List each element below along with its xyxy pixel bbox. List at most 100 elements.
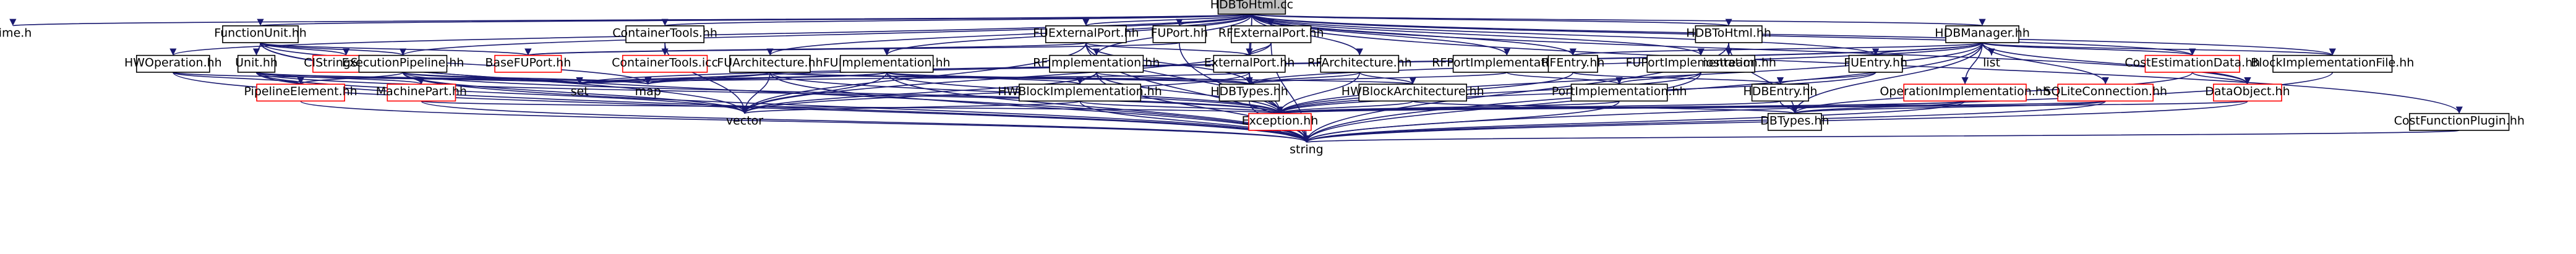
node-pe[interactable]: PipelineElement.hh xyxy=(244,83,357,102)
edge-fupi-to-pi xyxy=(1615,72,1701,85)
node-label: DBTypes.hh xyxy=(1760,114,1829,127)
edge-unit-to-mp xyxy=(255,72,425,85)
node-cfp[interactable]: CostFunctionPlugin.hh xyxy=(2394,112,2525,131)
edge-hdbm-to-bif xyxy=(1982,42,2336,56)
edge-root-to-time xyxy=(11,14,1252,27)
node-root[interactable]: HDBToHtml.cc xyxy=(1210,0,1293,15)
node-label: RFExternalPort.hh xyxy=(1218,27,1324,40)
node-label: FUPortImplementation.hh xyxy=(1625,56,1776,69)
edge-fuext-to-extp xyxy=(1085,42,1253,56)
node-exc[interactable]: Exception.hh xyxy=(1242,112,1319,131)
node-rfa[interactable]: RFArchitecture.hh xyxy=(1307,54,1412,73)
node-box xyxy=(1045,25,1127,43)
node-box xyxy=(1452,54,1562,73)
edge-dobj-to-exc xyxy=(1277,100,2248,114)
node-label: PipelineElement.hh xyxy=(244,85,357,98)
node-box xyxy=(1217,0,1286,15)
node-fuport[interactable]: FUPort.hh xyxy=(1150,25,1208,43)
edge-h2h-to-dbt xyxy=(1728,43,1799,114)
node-label: list xyxy=(1983,56,2000,69)
edge-fu-to-unit xyxy=(252,42,261,56)
node-label: FUArchitecture.hh xyxy=(717,56,823,69)
node-box xyxy=(729,54,811,73)
edge-hdbm-to-ced xyxy=(1982,42,2196,56)
edge-exp-to-map xyxy=(402,72,651,85)
edge-rfi-to-vector xyxy=(741,72,1097,114)
node-label: FUImplementation.hh xyxy=(823,56,951,69)
node-label: HDBEntry.hh xyxy=(1743,85,1817,98)
node-rfext[interactable]: RFExternalPort.hh xyxy=(1218,25,1324,43)
node-label: set xyxy=(571,85,589,98)
header-nodes: HDBToHtml.cctime.hFunctionUnit.hhContain… xyxy=(0,0,2525,156)
node-fu[interactable]: FunctionUnit.hh xyxy=(214,25,307,43)
node-box xyxy=(2144,54,2240,73)
edge-extp-to-vector xyxy=(741,72,1250,114)
edge-mp-to-exc xyxy=(421,100,1283,114)
edge-hdbm-to-dobj xyxy=(1982,42,2251,85)
edge-hdbm-to-exc xyxy=(1277,42,1983,114)
node-time: time.h xyxy=(0,27,32,40)
node-hdbm[interactable]: HDBManager.hh xyxy=(1935,25,2030,43)
node-rfe[interactable]: RFEntry.hh xyxy=(1541,54,1604,73)
edge-mp-to-string xyxy=(421,100,1310,143)
node-opi[interactable]: OperationImplementation.hh xyxy=(1880,83,2050,102)
node-box xyxy=(1646,54,1755,73)
edge-extp-to-set xyxy=(576,72,1250,85)
edge-ced-to-dobj xyxy=(2192,72,2251,85)
node-label: BlockImplementationFile.hh xyxy=(2251,56,2414,69)
edge-hdbm-to-hdbt xyxy=(1246,42,1983,85)
node-h2h[interactable]: HDBToHtml.hh xyxy=(1686,25,1771,43)
edge-fui-to-hdbt xyxy=(886,72,1252,85)
node-hdbe[interactable]: HDBEntry.hh xyxy=(1743,83,1817,102)
node-pi[interactable]: PortImplementation.hh xyxy=(1552,83,1687,102)
node-dobj[interactable]: DataObject.hh xyxy=(2205,83,2290,102)
node-hdbt[interactable]: HDBTypes.hh xyxy=(1210,83,1288,102)
node-label: time.h xyxy=(0,27,32,40)
node-box xyxy=(2272,54,2393,73)
node-box xyxy=(1218,83,1280,102)
node-fuext[interactable]: FUExternalPort.hh xyxy=(1033,25,1139,43)
node-box xyxy=(1230,25,1312,43)
node-box xyxy=(1049,54,1144,73)
node-hwop[interactable]: HWOperation.hh xyxy=(124,54,222,73)
node-sqlc[interactable]: SQLiteConnection.hh xyxy=(2043,83,2167,102)
node-extp[interactable]: ExternalPort.hh xyxy=(1204,54,1295,73)
edge-exc-to-string xyxy=(1279,130,1310,143)
node-exp[interactable]: ExecutionPipeline.hh xyxy=(342,54,464,73)
node-rfi[interactable]: RFImplementation.hh xyxy=(1033,54,1160,73)
node-mp[interactable]: MachinePart.hh xyxy=(376,83,467,102)
node-label: HWBlockArchitecture.hh xyxy=(1341,85,1484,98)
node-box xyxy=(1152,25,1207,43)
node-hwbi[interactable]: HWBlockImplementation.hh xyxy=(998,83,1162,102)
edge-fue-to-hdbe xyxy=(1776,72,1876,85)
edge-hwbi-to-string xyxy=(1079,101,1310,143)
node-bfu[interactable]: BaseFUPort.hh xyxy=(485,54,571,73)
node-rfpi[interactable]: RFPortImplementation.hh xyxy=(1432,54,1582,73)
edge-hdbm-to-sqlc xyxy=(1982,42,2109,85)
node-ct[interactable]: ContainerTools.hh xyxy=(612,25,717,43)
node-unit[interactable]: Unit.hh xyxy=(235,54,278,73)
node-bif[interactable]: BlockImplementationFile.hh xyxy=(2251,54,2414,73)
node-fui[interactable]: FUImplementation.hh xyxy=(823,54,951,73)
node-box xyxy=(625,25,704,43)
edge-root-to-hdbm xyxy=(1251,14,1985,27)
edge-rfi-to-exc xyxy=(1095,72,1283,114)
node-fue[interactable]: FUEntry.hh xyxy=(1844,54,1907,73)
node-fupi[interactable]: FUPortImplementation.hh xyxy=(1625,54,1776,73)
node-box xyxy=(1751,83,1810,102)
edge-hdbm-to-rfe xyxy=(1570,42,1983,56)
node-cticc[interactable]: ContainerTools.icc xyxy=(612,54,718,73)
node-hwba[interactable]: HWBlockArchitecture.hh xyxy=(1341,83,1484,102)
node-fua[interactable]: FUArchitecture.hh xyxy=(717,54,823,73)
edge-root-to-exp xyxy=(400,14,1252,56)
edge-sqlc-to-dbt xyxy=(1791,100,2107,114)
node-label: HDBToHtml.hh xyxy=(1686,27,1771,40)
node-box xyxy=(839,54,934,73)
node-label: SQLiteConnection.hh xyxy=(2043,85,2167,98)
node-label: RFEntry.hh xyxy=(1541,56,1604,69)
node-label: BaseFUPort.hh xyxy=(485,56,571,69)
node-ced[interactable]: CostEstimationData.hh xyxy=(2125,54,2260,73)
node-box xyxy=(2213,83,2282,102)
node-dbt[interactable]: DBTypes.hh xyxy=(1760,112,1829,131)
node-box xyxy=(2057,83,2154,102)
